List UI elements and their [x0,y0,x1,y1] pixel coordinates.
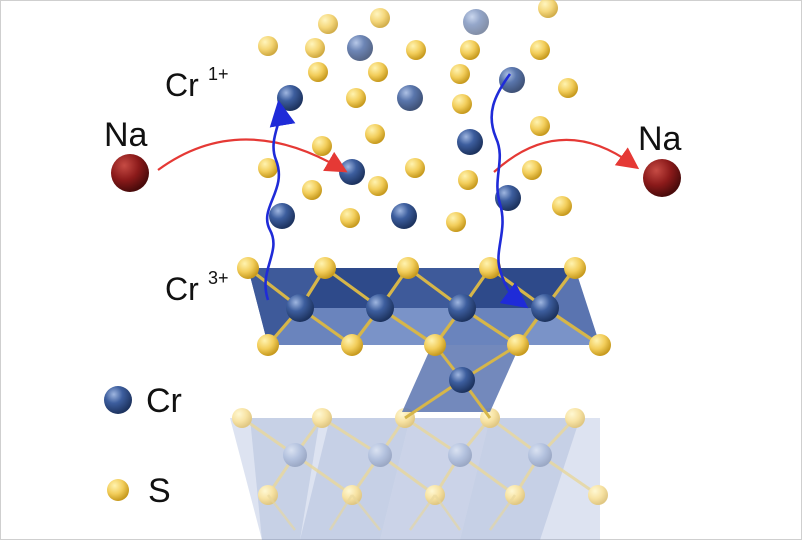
lower-cr-s-layer [230,408,608,540]
legend-cr-swatch [104,386,132,414]
cr-high-oxidation-label: Cr 1+ [165,64,229,103]
slab-cr-atoms [286,294,559,322]
cr-atom [448,294,476,322]
s-atom [237,257,259,279]
slab-s-atoms [237,257,611,356]
s-atom [589,334,611,356]
na-atom-left [111,154,149,192]
cr3-to-cr1-arrow [264,99,296,301]
cr-high-label-sup: 1+ [208,64,229,84]
cr-atom [531,294,559,322]
na-out-arrow [493,138,640,173]
lower-cr-atoms [283,443,552,467]
dispersed-cr-atoms [269,9,525,229]
legend-s-label: S [148,472,171,510]
s-atom [507,334,529,356]
upper-cr-s-layer [237,257,611,356]
na-in-arrow [157,138,348,173]
s-atom [314,257,336,279]
cr-atom [366,294,394,322]
cr-low-oxidation-label: Cr 3+ [165,268,229,307]
dispersed-s-atoms [258,0,578,232]
legend: Cr S [104,382,182,510]
cr-atom [286,294,314,322]
na-atom-right [643,159,681,197]
na-label-left: Na [104,116,148,154]
s-atom [479,257,501,279]
s-atom [564,257,586,279]
cr-low-label-base: Cr [165,271,199,307]
s-atom [424,334,446,356]
na-label-right: Na [638,120,682,158]
cr-high-label-base: Cr [165,67,199,103]
cr-low-label-sup: 3+ [208,268,229,288]
cr1-to-cr3-arrow [490,73,529,309]
cr-atom [449,367,475,393]
interlayer-connection [402,343,520,420]
s-atom [397,257,419,279]
s-atom [257,334,279,356]
s-atom [341,334,363,356]
electron-arrows [264,73,529,309]
legend-s-swatch [107,479,129,501]
na-arrows [157,138,640,173]
legend-cr-label: Cr [146,382,182,420]
